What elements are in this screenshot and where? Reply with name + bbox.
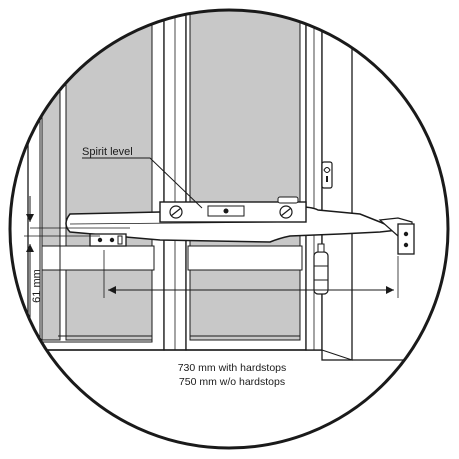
door-lock	[321, 161, 333, 189]
glazing-bars	[41, 245, 303, 271]
left-window-sash	[27, 10, 165, 351]
height-dimension	[24, 196, 130, 322]
hinge	[313, 243, 329, 295]
window-sill	[20, 335, 330, 351]
door-closer	[65, 196, 415, 255]
right-mounting-bracket	[378, 217, 415, 255]
spirit-level-tool	[159, 196, 307, 223]
magnifier-circle	[8, 8, 450, 450]
length-with-hardstops-label: 730 mm with hardstops	[178, 362, 287, 374]
right-window-sash	[185, 10, 307, 351]
spirit-level-label: Spirit level	[82, 146, 133, 158]
height-dimension-label: 61 mm	[31, 269, 43, 303]
length-dimension	[103, 250, 399, 298]
left-mounting-bracket	[89, 233, 127, 247]
spirit-level-callout	[82, 157, 203, 209]
length-without-hardstops-label: 750 mm w/o hardstops	[179, 376, 285, 388]
